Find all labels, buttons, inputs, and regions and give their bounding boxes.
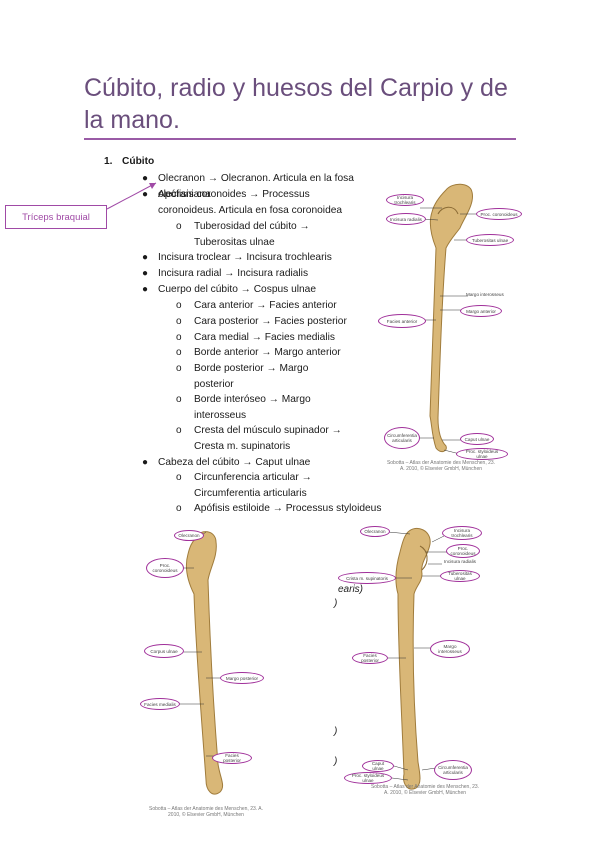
- title-rule: [84, 138, 516, 140]
- section-number: 1.: [104, 156, 113, 167]
- list-item: ●Incisura radial → Incisura radialis: [142, 268, 309, 279]
- figure-label: Caput ulnae: [460, 433, 494, 445]
- figure-label: Facies anterior: [378, 314, 426, 328]
- figure-label: Olecranon: [360, 526, 390, 537]
- figure-label: Caput ulnae: [362, 760, 394, 772]
- figure-label: Circumferentia articularis: [434, 760, 472, 780]
- list-item: ●Incisura troclear → Incisura trochleari…: [142, 252, 332, 263]
- figure-label: Tuberositas ulnae: [466, 234, 514, 246]
- muscle-label: Tríceps braquial: [22, 211, 90, 223]
- text-fragment: ): [334, 756, 338, 767]
- figure-label: Proc. coronoideus: [146, 558, 184, 578]
- figure-label: Proc. styloideus ulnae: [456, 448, 508, 460]
- figure-label: Incisura trochlearis: [442, 526, 482, 540]
- section-heading: Cúbito: [122, 156, 155, 167]
- muscle-label-box: Tríceps braquial: [5, 205, 107, 229]
- figure-label: Facies posterior: [212, 752, 252, 764]
- figure-plain-label: Incisura radialis: [444, 559, 476, 564]
- figure-label: Proc. coronoideus: [446, 544, 480, 558]
- figure-label: Incisura trochlearis: [386, 194, 424, 206]
- list-item: ●Apófisis coronoides → Processus coronoi…: [142, 189, 343, 216]
- figure-label: Crista m. supinatoris: [338, 572, 396, 584]
- ulna-lateral-figure: Olecranon Incisura trochlearis Proc. cor…: [336, 522, 486, 800]
- figure-label: Margo anterior: [460, 305, 502, 317]
- figure-label: Tuberositas ulnae: [440, 570, 480, 582]
- list-item: ●Cuerpo del cúbito → Cospus ulnae: [142, 284, 317, 295]
- figure-label: Facies posterior: [352, 652, 388, 664]
- ulna-lateral-illustration: [387, 528, 448, 790]
- figure-label: Proc. styloideus ulnae: [344, 772, 392, 784]
- text-fragment: earis): [338, 584, 364, 595]
- figure-caption: Sobotta – Atlas der Anatomie des Mensche…: [370, 784, 480, 796]
- figure-label: Margo interosseus: [430, 640, 470, 658]
- figure-label: Facies medialis: [140, 698, 180, 710]
- figure-caption: Sobotta – Atlas der Anatomie des Mensche…: [149, 806, 263, 818]
- ulna-anterior-illustration: [419, 183, 479, 455]
- figure-plain-label: Margo interosseus: [466, 292, 504, 297]
- list-item: ●Cabeza del cúbito → Caput ulnae: [142, 457, 311, 468]
- figure-label: Proc. coronoideus: [476, 208, 522, 220]
- ulna-posterior-figure: Olecranon Proc. coronoideus Corpus ulnae…: [140, 524, 270, 824]
- figure-label: Olecranon: [174, 530, 204, 541]
- figure-label: Corpus ulnae: [144, 644, 184, 658]
- ulna-anterior-figure: Incisura trochlearis Incisura radialis P…: [378, 178, 530, 472]
- figure-label: Incisura radialis: [386, 213, 426, 225]
- page-title: Cúbito, radio y huesos del Carpio y de l…: [84, 74, 508, 134]
- figure-caption: Sobotta – Atlas der Anatomie des Mensche…: [386, 460, 496, 472]
- figure-label: Margo posterior: [220, 672, 264, 684]
- ulna-posterior-illustration: [178, 531, 224, 795]
- text-fragment: ): [334, 598, 338, 609]
- figure-label: Circumferentia articularis: [384, 427, 420, 449]
- text-fragment: ): [334, 726, 338, 737]
- list-item: ●Olecranon → Olecranon. Articula en la f…: [142, 173, 354, 200]
